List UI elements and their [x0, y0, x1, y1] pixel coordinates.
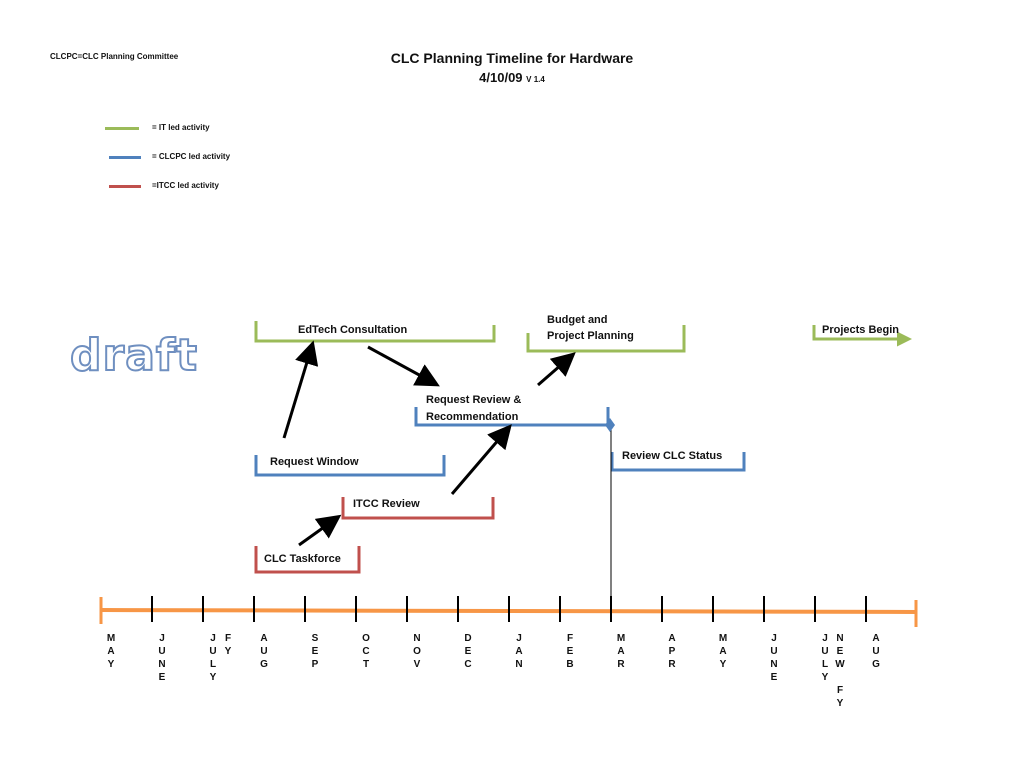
budget-label-line2: Project Planning: [547, 330, 634, 342]
itcc-review-label: ITCC Review: [353, 498, 420, 510]
milestone-diamond: [605, 418, 615, 432]
draft-watermark: draft: [69, 329, 199, 382]
version-label: V 1.4: [526, 75, 545, 84]
legend-clcpc-label: = CLCPC led activity: [152, 152, 231, 161]
request-window-bracket: [254, 455, 446, 477]
review-clc-label: Review CLC Status: [622, 450, 723, 462]
budget-label-line1: Budget and: [547, 314, 608, 326]
abbrev-note: CLCPC=CLC Planning Committee: [50, 52, 179, 61]
page-subtitle: 4/10/09 V 1.4: [312, 70, 712, 85]
budget-bracket: [526, 325, 686, 353]
arrow-edtech-to-review: [367, 345, 440, 387]
request-review-bracket: [414, 407, 610, 427]
axis-ticks: [151, 596, 867, 622]
review-clc-bracket: [610, 452, 746, 472]
clc-taskforce-label: CLC Taskforce: [264, 553, 341, 565]
arrow-itcc-to-review: [450, 424, 512, 495]
date-label: 4/10/09: [479, 70, 523, 85]
arrow-review-to-budget: [537, 352, 576, 387]
request-review-label-line2: Recommendation: [426, 411, 519, 423]
request-window-label: Request Window: [270, 456, 359, 468]
edtech-bracket: [254, 321, 496, 343]
projects-begin-bracket: [812, 325, 912, 347]
legend-itcc-label: =ITCC led activity: [152, 181, 219, 190]
legend-itcc-swatch: [109, 185, 141, 188]
arrow-taskforce-to-itcc: [298, 514, 342, 547]
arrow-window-to-edtech: [282, 340, 319, 439]
request-review-label-line1: Request Review &: [426, 394, 522, 406]
clc-taskforce-bracket: [254, 546, 361, 574]
legend-it-swatch: [105, 127, 139, 130]
legend-clcpc-swatch: [109, 156, 141, 159]
edtech-label: EdTech Consultation: [298, 324, 408, 336]
itcc-review-bracket: [341, 497, 495, 520]
page-title: CLC Planning Timeline for Hardware: [390, 50, 634, 66]
projects-begin-label: Projects Begin: [822, 324, 900, 336]
legend-it-label: = IT led activity: [152, 123, 210, 132]
